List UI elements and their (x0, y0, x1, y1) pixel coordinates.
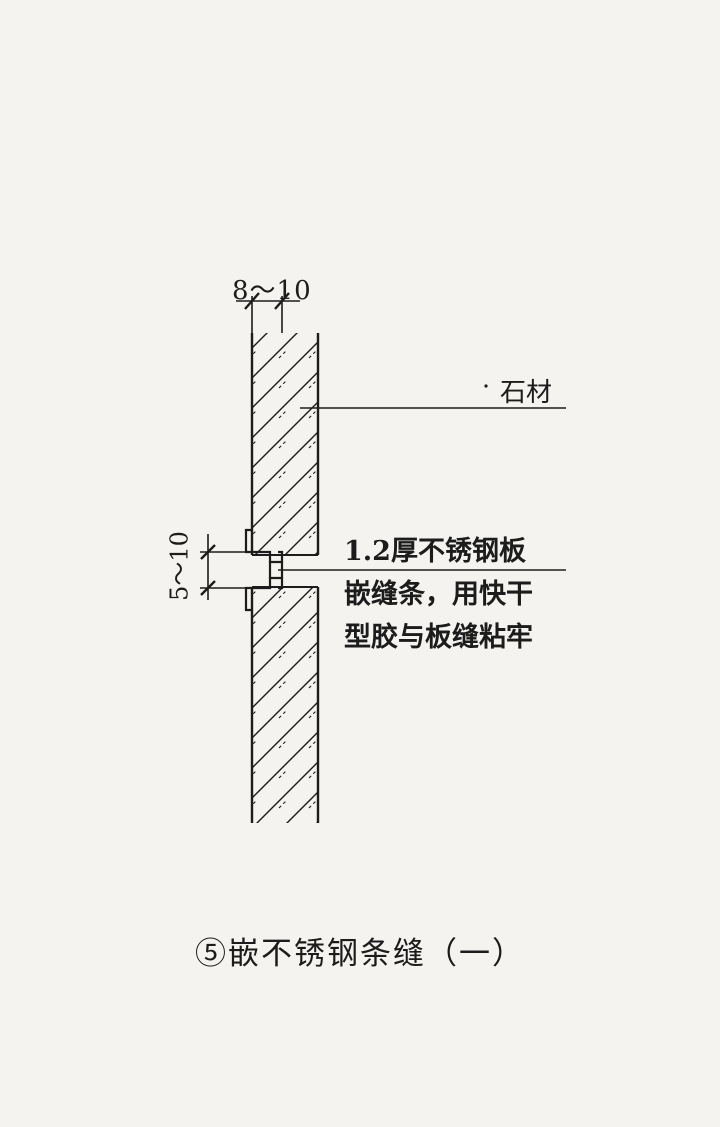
top-dimension (236, 292, 300, 333)
strip-depth-dimension-label: 5～10 (160, 520, 194, 612)
strip-depth-dimension-text: 5～10 (165, 531, 194, 601)
stone-label-dot (484, 384, 488, 388)
side-dimension (200, 534, 246, 600)
strip-note-line: 型胶与板缝粘牢 (344, 622, 533, 653)
figure-caption: ⑤嵌不锈钢条缝（一） (195, 936, 525, 972)
lower-stone-panel (250, 586, 320, 823)
stone-label: 石材 (500, 378, 553, 408)
strip-note-line: 1.2厚不锈钢板 (344, 536, 526, 567)
strip-note: 1.2厚不锈钢板 嵌缝条，用快干 型胶与板缝粘牢 (344, 530, 533, 659)
upper-stone-panel (250, 333, 320, 556)
strip-note-line: 嵌缝条，用快干 (344, 579, 533, 610)
panel-gap-dimension-label: 8～10 (232, 276, 312, 306)
